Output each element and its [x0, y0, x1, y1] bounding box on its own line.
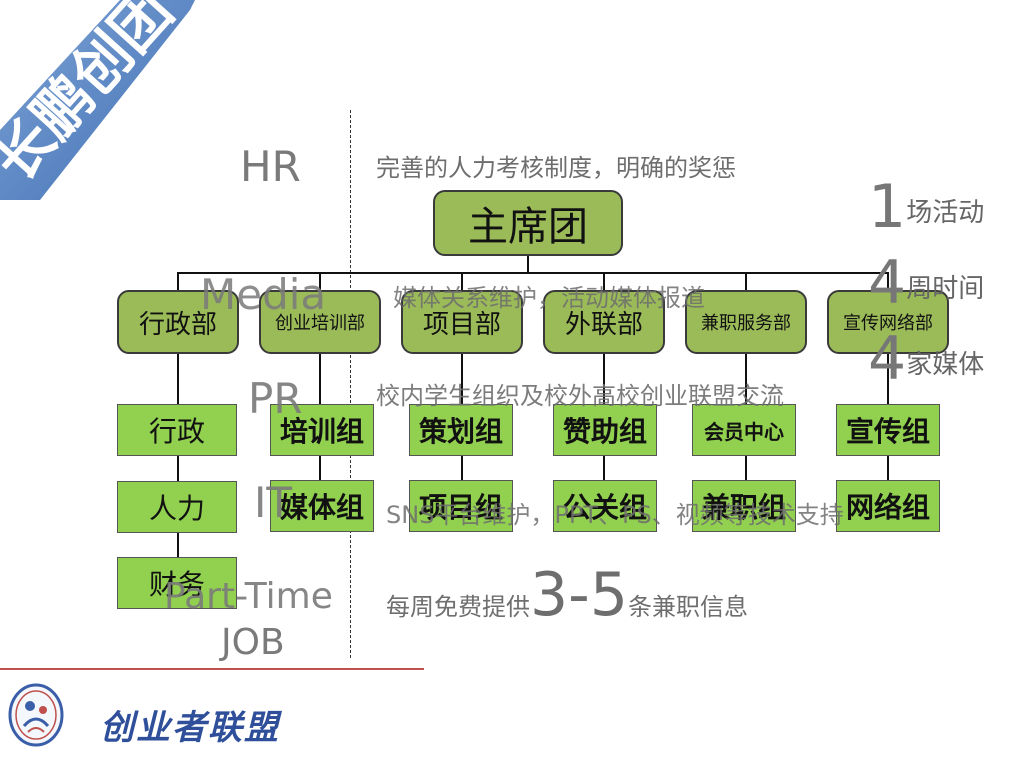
- label-it: IT: [254, 478, 293, 527]
- label-hr: HR: [240, 142, 301, 191]
- dept-drop: [603, 272, 605, 292]
- logo-icon: [8, 683, 64, 747]
- desc-pr: 校内学生组织及校外高校创业联盟交流: [376, 382, 784, 410]
- group-node: 兼职组: [692, 480, 796, 532]
- stat-number: 4: [868, 248, 907, 318]
- group-node: 项目组: [409, 480, 513, 532]
- group-node: 培训组: [270, 404, 374, 456]
- footer-rule: [0, 668, 424, 670]
- desc-job-number: 3-5: [530, 560, 628, 630]
- group-node: 公关组: [553, 480, 657, 532]
- group-node: 行政: [117, 404, 237, 456]
- dept-node: 兼职服务部: [685, 290, 807, 354]
- dept-drop: [177, 272, 179, 292]
- dept-node: 宣传网络部: [827, 290, 949, 354]
- label-parttime: Part-Time: [164, 576, 333, 617]
- dept-node: 项目部: [401, 290, 523, 354]
- group-node: 赞助组: [553, 404, 657, 456]
- desc-hr: 完善的人力考核制度，明确的奖惩: [376, 154, 736, 182]
- stat-number: 1: [868, 172, 907, 242]
- stat-text: 家媒体: [906, 350, 985, 380]
- label-pr: PR: [248, 374, 303, 423]
- dept-drop: [887, 272, 889, 292]
- stat-item: 4周时间: [868, 248, 984, 318]
- dept-drop: [461, 272, 463, 292]
- dept-drop: [745, 272, 747, 292]
- footer-brand: 创业者联盟: [100, 708, 280, 748]
- dept-drop: [319, 272, 321, 292]
- group-node: 媒体组: [270, 480, 374, 532]
- dept-node: 外联部: [543, 290, 665, 354]
- group-node: 财务: [117, 557, 237, 609]
- group-node: 网络组: [836, 480, 940, 532]
- dashed-divider: [350, 110, 351, 658]
- root-node: 主席团: [433, 190, 623, 256]
- group-node: 人力: [117, 481, 237, 533]
- corner-banner: 长鹏创团: [0, 0, 195, 200]
- desc-job-suffix: 条兼职信息: [628, 593, 748, 621]
- group-node: 宣传组: [836, 404, 940, 456]
- desc-it: SNS平台维护，PPT、PS、视频等技术支持: [386, 501, 844, 529]
- dept-bus: [177, 272, 888, 274]
- root-connector: [527, 255, 529, 273]
- group-node: 策划组: [409, 404, 513, 456]
- stat-item: 4家媒体: [868, 324, 984, 394]
- desc-job-prefix: 每周免费提供: [386, 593, 530, 621]
- group-node: 会员中心: [692, 404, 796, 456]
- desc-job: 每周免费提供3-5条兼职信息: [386, 560, 748, 630]
- dept-node: 行政部: [117, 290, 239, 354]
- desc-media: 媒体关系维护，活动媒体报道: [393, 284, 705, 312]
- stat-text: 场活动: [906, 198, 985, 228]
- dept-node: 创业培训部: [259, 290, 381, 354]
- label-job: JOB: [221, 622, 285, 663]
- group-drop: [177, 353, 179, 583]
- banner-text: 长鹏创团: [0, 0, 186, 194]
- stat-item: 1场活动: [868, 172, 984, 242]
- stat-text: 周时间: [906, 274, 985, 304]
- stat-number: 4: [868, 324, 907, 394]
- label-media: Media: [200, 270, 327, 319]
